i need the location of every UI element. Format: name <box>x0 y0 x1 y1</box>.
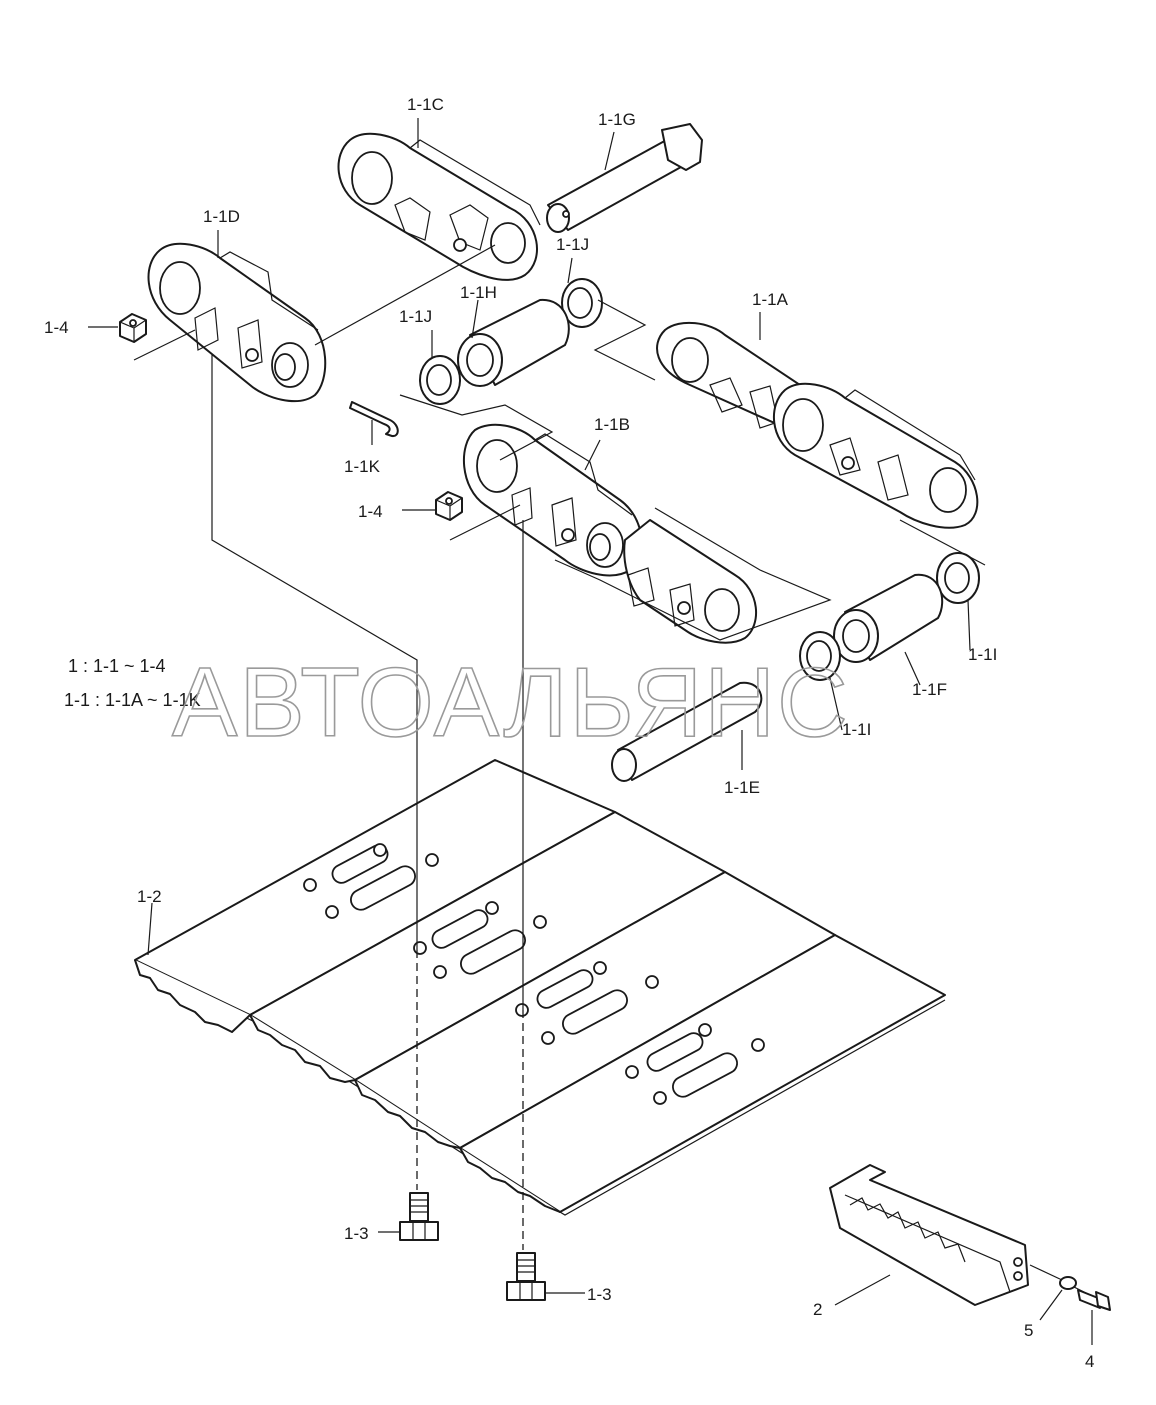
label-1-1c: 1-1C <box>407 95 444 114</box>
nut-1-4-top <box>119 313 147 343</box>
bushing-1-1f <box>833 573 944 663</box>
link-1-1c <box>337 132 541 281</box>
pin-1-1e <box>611 681 763 782</box>
pin-1-1k <box>349 401 399 438</box>
link-1-1b <box>462 423 758 644</box>
label-2: 2 <box>813 1300 822 1319</box>
seal-1-1i-mid <box>799 631 841 681</box>
washer-5 <box>1059 1276 1077 1290</box>
label-1-1j-top: 1-1J <box>556 235 589 254</box>
bolt-4 <box>1077 1289 1111 1311</box>
note-line-1: 1 : 1-1 ~ 1-4 <box>68 656 166 676</box>
assembly-notes: 1 : 1-1 ~ 1-4 1-1 : 1-1A ~ 1-1K <box>64 656 201 710</box>
label-1-1h: 1-1H <box>460 283 497 302</box>
seal-1-1j-left <box>419 355 461 405</box>
label-1-1b: 1-1B <box>594 415 630 434</box>
bolt-1-3-right <box>506 1252 546 1301</box>
label-1-1j-left: 1-1J <box>399 307 432 326</box>
link-1-1a <box>656 321 979 529</box>
label-1-3-left: 1-3 <box>344 1224 369 1243</box>
label-1-1k: 1-1K <box>344 457 381 476</box>
label-1-1e: 1-1E <box>724 778 760 797</box>
seal-1-1j-top <box>561 278 603 328</box>
part-labels: 1-1C 1-1G 1-1D 1-1J 1-1H 1-1J 1-1A 1-4 1… <box>44 95 1094 1371</box>
label-1-4-mid: 1-4 <box>358 502 383 521</box>
assembly-guide-lines <box>133 244 1091 1296</box>
label-1-4-top: 1-4 <box>44 318 69 337</box>
label-1-2: 1-2 <box>137 887 162 906</box>
label-1-3-right: 1-3 <box>587 1285 612 1304</box>
label-1-1g: 1-1G <box>598 110 636 129</box>
seal-1-1i-right <box>936 552 980 604</box>
label-1-1d: 1-1D <box>203 207 240 226</box>
nut-1-4-mid <box>435 491 463 521</box>
shoe-plates-1-2 <box>134 759 946 1216</box>
pin-1-1g <box>546 123 703 233</box>
label-1-1a: 1-1A <box>752 290 789 309</box>
label-5: 5 <box>1024 1321 1033 1340</box>
guard-2 <box>829 1164 1029 1306</box>
watermark-text: АВТОАЛЬЯНС <box>172 647 850 757</box>
label-leaders <box>88 118 1093 1345</box>
label-4: 4 <box>1085 1352 1094 1371</box>
label-1-1i-right: 1-1I <box>968 645 997 664</box>
label-1-1i-mid: 1-1I <box>842 720 871 739</box>
bushing-1-1h <box>457 298 570 387</box>
bolt-1-3-left <box>399 1192 439 1241</box>
note-line-2: 1-1 : 1-1A ~ 1-1K <box>64 690 201 710</box>
link-1-1d <box>147 242 327 403</box>
label-1-1f: 1-1F <box>912 680 947 699</box>
